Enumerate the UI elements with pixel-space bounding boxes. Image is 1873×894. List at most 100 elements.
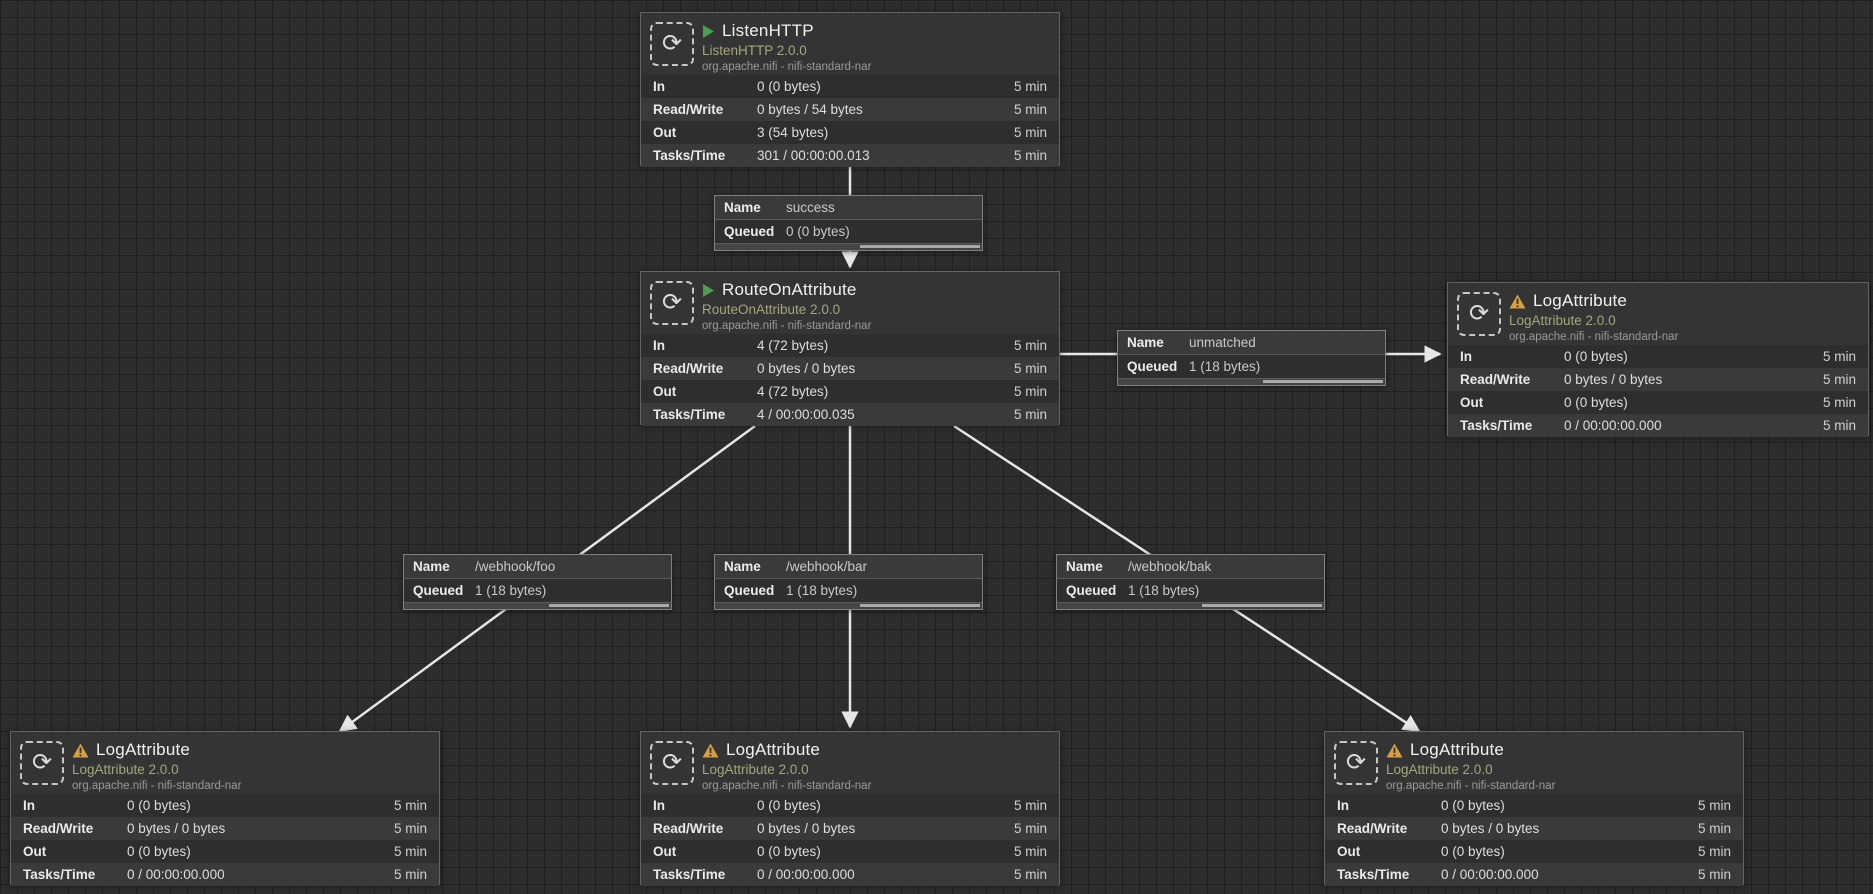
stat-value: 0 (0 bytes) — [1441, 844, 1505, 859]
stat-label: Read/Write — [653, 361, 724, 376]
processor-type: LogAttribute 2.0.0 — [72, 762, 179, 777]
processor-icon-glyph: ⟳ — [31, 748, 53, 776]
processor-icon-glyph: ⟳ — [661, 748, 683, 776]
stat-row-out: Out 0 (0 bytes) 5 min — [641, 840, 1059, 863]
stat-value: 0 (0 bytes) — [127, 798, 191, 813]
connection-queued-key: Queued — [1066, 583, 1117, 598]
processor-stats: In 4 (72 bytes) 5 min Read/Write 0 bytes… — [641, 334, 1059, 426]
stat-value: 3 (54 bytes) — [757, 125, 829, 140]
processor-header-text: RouteOnAttribute RouteOnAttribute 2.0.0 … — [702, 272, 871, 334]
stat-value: 0 / 00:00:00.000 — [757, 867, 855, 882]
stat-label: Tasks/Time — [1337, 867, 1410, 882]
connection-label-unmatched[interactable]: Name unmatched Queued 1 (18 bytes) — [1117, 330, 1386, 386]
stat-value: 0 (0 bytes) — [1564, 395, 1628, 410]
stat-label: In — [1460, 349, 1472, 364]
stat-row-tasks-time: Tasks/Time 4 / 00:00:00.035 5 min — [641, 403, 1059, 426]
stat-row-tasks-time: Tasks/Time 301 / 00:00:00.013 5 min — [641, 144, 1059, 167]
stat-value: 0 bytes / 0 bytes — [757, 821, 856, 836]
processor-header: ⟳ LogAttribute LogAttribute 2.0.0 org.ap… — [641, 732, 1059, 794]
stat-row-read-write: Read/Write 0 bytes / 0 bytes 5 min — [641, 357, 1059, 380]
processor-logattribute-bak[interactable]: ⟳ LogAttribute LogAttribute 2.0.0 org.ap… — [1324, 731, 1744, 886]
stat-row-read-write: Read/Write 0 bytes / 0 bytes 5 min — [641, 817, 1059, 840]
connection-label-success[interactable]: Name success Queued 0 (0 bytes) — [714, 195, 983, 251]
stat-label: In — [653, 338, 665, 353]
queue-usage-bar — [1118, 378, 1385, 385]
connection-name-value: /webhook/bak — [1128, 559, 1212, 574]
stat-window: 5 min — [1013, 798, 1047, 813]
stat-window: 5 min — [1013, 821, 1047, 836]
connection-queued-key: Queued — [724, 224, 775, 239]
processor-logattribute-foo[interactable]: ⟳ LogAttribute LogAttribute 2.0.0 org.ap… — [10, 731, 440, 886]
queue-usage-bar — [1057, 602, 1324, 609]
stat-label: Read/Write — [1337, 821, 1408, 836]
stat-row-out: Out 3 (54 bytes) 5 min — [641, 121, 1059, 144]
connection-label-webhook-bar[interactable]: Name /webhook/bar Queued 1 (18 bytes) — [714, 554, 983, 610]
connection-name-row: Name /webhook/bak — [1057, 555, 1324, 579]
stat-window: 5 min — [1013, 125, 1047, 140]
stat-value: 301 / 00:00:00.013 — [757, 148, 870, 163]
connection-label-webhook-foo[interactable]: Name /webhook/foo Queued 1 (18 bytes) — [403, 554, 672, 610]
processor-routeonattribute[interactable]: ⟳ RouteOnAttribute RouteOnAttribute 2.0.… — [640, 271, 1060, 426]
stat-label: Out — [23, 844, 47, 859]
stat-window: 5 min — [393, 798, 427, 813]
stat-value: 4 / 00:00:00.035 — [757, 407, 855, 422]
stat-value: 0 (0 bytes) — [1441, 798, 1505, 813]
stat-window: 5 min — [1697, 867, 1731, 882]
processor-logattribute-unmatched[interactable]: ⟳ LogAttribute LogAttribute 2.0.0 org.ap… — [1447, 282, 1869, 437]
stat-label: Read/Write — [23, 821, 94, 836]
processor-type: LogAttribute 2.0.0 — [1509, 313, 1616, 328]
processor-listenhttp[interactable]: ⟳ ListenHTTP ListenHTTP 2.0.0 org.apache… — [640, 12, 1060, 167]
stat-value: 0 bytes / 0 bytes — [1564, 372, 1663, 387]
connection-queued-row: Queued 1 (18 bytes) — [715, 579, 982, 602]
stat-label: Read/Write — [653, 102, 724, 117]
processor-icon-glyph: ⟳ — [661, 288, 683, 316]
processor-header: ⟳ LogAttribute LogAttribute 2.0.0 org.ap… — [1448, 283, 1868, 345]
connection-label-webhook-bak[interactable]: Name /webhook/bak Queued 1 (18 bytes) — [1056, 554, 1325, 610]
stat-value: 4 (72 bytes) — [757, 338, 829, 353]
connection-name-key: Name — [413, 559, 450, 574]
stat-window: 5 min — [1013, 867, 1047, 882]
stat-window: 5 min — [1822, 395, 1856, 410]
queue-usage-bar-fill — [859, 604, 980, 607]
processor-bundle: org.apache.nifi - nifi-standard-nar — [1386, 780, 1556, 792]
connection-queued-value: 1 (18 bytes) — [1128, 583, 1200, 598]
stat-value: 0 / 00:00:00.000 — [1564, 418, 1662, 433]
processor-icon: ⟳ — [20, 741, 64, 785]
stat-row-tasks-time: Tasks/Time 0 / 00:00:00.000 5 min — [641, 863, 1059, 886]
stat-label: Read/Write — [1460, 372, 1531, 387]
processor-type: RouteOnAttribute 2.0.0 — [702, 302, 841, 317]
queue-usage-bar-fill — [859, 245, 980, 248]
stat-row-in: In 0 (0 bytes) 5 min — [1325, 794, 1743, 817]
connection-name-row: Name /webhook/bar — [715, 555, 982, 579]
stat-value: 0 (0 bytes) — [757, 844, 821, 859]
processor-type: ListenHTTP 2.0.0 — [702, 43, 807, 58]
stat-row-in: In 0 (0 bytes) 5 min — [1448, 345, 1868, 368]
connection-name-row: Name success — [715, 196, 982, 220]
processor-stats: In 0 (0 bytes) 5 min Read/Write 0 bytes … — [641, 75, 1059, 167]
connection-name-row: Name unmatched — [1118, 331, 1385, 355]
processor-name: LogAttribute — [726, 740, 821, 759]
stat-row-tasks-time: Tasks/Time 0 / 00:00:00.000 5 min — [1448, 414, 1868, 437]
stat-value: 0 bytes / 54 bytes — [757, 102, 863, 117]
processor-header-text: LogAttribute LogAttribute 2.0.0 org.apac… — [702, 732, 871, 794]
stat-label: In — [653, 79, 665, 94]
processor-header-text: ListenHTTP ListenHTTP 2.0.0 org.apache.n… — [702, 13, 871, 75]
stat-label: Out — [1337, 844, 1361, 859]
connection-name-value: success — [786, 200, 835, 215]
queue-usage-bar-fill — [1201, 604, 1322, 607]
stat-label: In — [653, 798, 665, 813]
processor-logattribute-bar[interactable]: ⟳ LogAttribute LogAttribute 2.0.0 org.ap… — [640, 731, 1060, 886]
stat-row-tasks-time: Tasks/Time 0 / 00:00:00.000 5 min — [11, 863, 439, 886]
stat-window: 5 min — [1013, 384, 1047, 399]
processor-name: LogAttribute — [1410, 740, 1505, 759]
connection-name-key: Name — [724, 559, 761, 574]
processor-header-text: LogAttribute LogAttribute 2.0.0 org.apac… — [1509, 283, 1678, 345]
stat-window: 5 min — [1013, 102, 1047, 117]
stat-label: Tasks/Time — [653, 148, 726, 163]
stat-value: 0 / 00:00:00.000 — [1441, 867, 1539, 882]
stat-value: 0 bytes / 0 bytes — [757, 361, 856, 376]
stat-value: 4 (72 bytes) — [757, 384, 829, 399]
connection-name-value: /webhook/foo — [475, 559, 556, 574]
stat-row-in: In 0 (0 bytes) 5 min — [641, 794, 1059, 817]
